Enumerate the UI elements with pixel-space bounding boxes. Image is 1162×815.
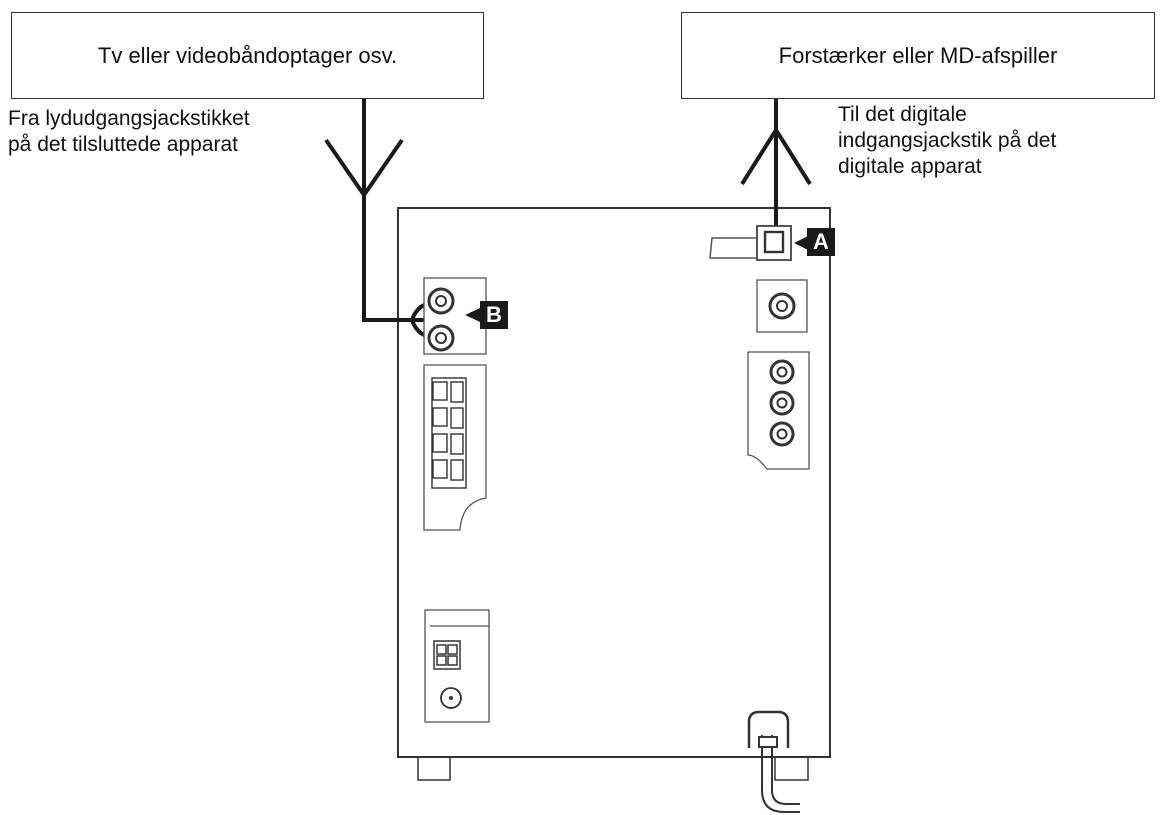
multi-pin-connector (433, 640, 461, 670)
unit-foot-left (417, 757, 451, 781)
coax-jack-core (776, 300, 788, 312)
note-right: Til det digitale indgangsjackstik på det… (838, 102, 1056, 180)
power-cord (761, 735, 800, 813)
note-left: Fra lydudgangsjackstikket på det tilslut… (8, 106, 250, 158)
speaker-terminals (431, 377, 467, 489)
note-right-line-3: digitale apparat (838, 155, 982, 178)
tv-video-box-label: Tv eller videobåndoptager osv. (97, 42, 398, 68)
digital-optical-port-inner (763, 230, 785, 254)
note-left-line-1: Fra lydudgangsjackstikket (8, 107, 250, 130)
unit-body (397, 207, 831, 758)
unit-foot-right (774, 757, 809, 781)
note-left-line-2: på det tilsluttede apparat (8, 133, 238, 156)
amplifier-md-box-label: Forstærker eller MD-afspiller (778, 42, 1058, 68)
digital-bracket (709, 237, 757, 259)
tv-video-box: Tv eller videobåndoptager osv. (11, 12, 484, 99)
note-right-line-2: indgangsjackstik på det (838, 129, 1057, 152)
power-cord-plug (758, 736, 778, 748)
amplifier-md-box: Forstærker eller MD-afspiller (681, 12, 1155, 99)
cable-left-route (362, 195, 440, 322)
cable-right-fork (740, 126, 812, 186)
badge-a: A (807, 228, 835, 256)
power-cord-2 (771, 735, 800, 805)
note-right-line-1: Til det digitale (838, 103, 967, 126)
antenna-jack-core (449, 696, 453, 700)
badge-b: B (480, 301, 508, 329)
arrow-b (465, 308, 480, 322)
three-jacks (769, 359, 795, 447)
arrow-a (794, 236, 808, 250)
audio-in-jack-bottom-core (435, 332, 447, 344)
audio-in-jack-top-core (435, 295, 447, 307)
